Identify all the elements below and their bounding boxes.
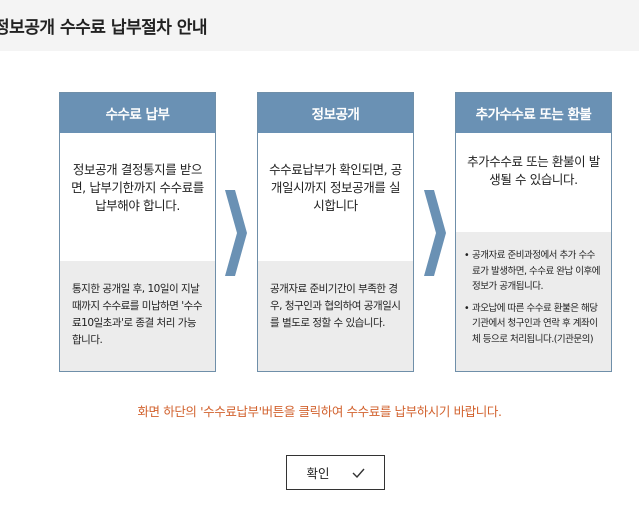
chevron-right-icon <box>225 190 247 276</box>
step-card-disclosure: 정보공개 수수료납부가 확인되면, 공개일시까지 정보공개를 실시합니다 공개자… <box>257 92 414 372</box>
confirm-label: 확인 <box>306 466 330 481</box>
bullet-icon: • <box>464 250 470 261</box>
notice-text: 화면 하단의 '수수료납부'버튼을 클릭하여 수수료를 납부하시기 바랍니다. <box>137 404 502 419</box>
chevron-right-icon <box>424 190 446 276</box>
list-item: • 과오납에 따른 수수료 환불은 해당기관에서 청구인과 연락 후 계좌이체 … <box>464 301 603 348</box>
page-title: 정보공개 수수료 납부절차 안내 <box>0 18 208 38</box>
step-sub-text: 통지한 공개일 후, 10일이 지날 때까지 수수료를 미납하면 '수수료10일… <box>60 261 215 371</box>
step-main-text: 추가수수료 또는 환불이 발생될 수 있습니다. <box>467 154 600 187</box>
bullet-text: 공개자료 준비과정에서 추가 수수료가 발생하면, 수수료 완납 이후에 정보가… <box>472 250 600 292</box>
bullet-text: 과오납에 따른 수수료 환불은 해당기관에서 청구인과 연락 후 계좌이체 등으… <box>472 302 598 345</box>
check-icon <box>352 468 365 478</box>
step-title: 추가수수료 또는 환불 <box>456 93 611 133</box>
step-sub-text: 공개자료 준비기간이 부족한 경우, 청구인과 협의하여 공개일시를 별도로 정… <box>258 261 413 371</box>
step-main-text: 정보공개 결정통지를 받으면, 납부기한까지 수수료를 납부해야 합니다. <box>71 162 204 213</box>
step-title: 정보공개 <box>258 93 413 133</box>
step-card-payment: 수수료 납부 정보공개 결정통지를 받으면, 납부기한까지 수수료를 납부해야 … <box>59 92 216 372</box>
step-card-refund: 추가수수료 또는 환불 추가수수료 또는 환불이 발생될 수 있습니다. • 공… <box>455 92 612 372</box>
page-header: 정보공개 수수료 납부절차 안내 <box>0 0 639 51</box>
step-bullet-list: • 공개자료 준비과정에서 추가 수수료가 발생하면, 수수료 완납 이후에 정… <box>456 232 611 371</box>
confirm-button[interactable]: 확인 <box>286 455 385 490</box>
step-main-text: 수수료납부가 확인되면, 공개일시까지 정보공개를 실시합니다 <box>269 162 402 213</box>
bullet-icon: • <box>464 302 470 314</box>
step-title: 수수료 납부 <box>60 93 215 133</box>
list-item: • 공개자료 준비과정에서 추가 수수료가 발생하면, 수수료 완납 이후에 정… <box>464 248 603 295</box>
